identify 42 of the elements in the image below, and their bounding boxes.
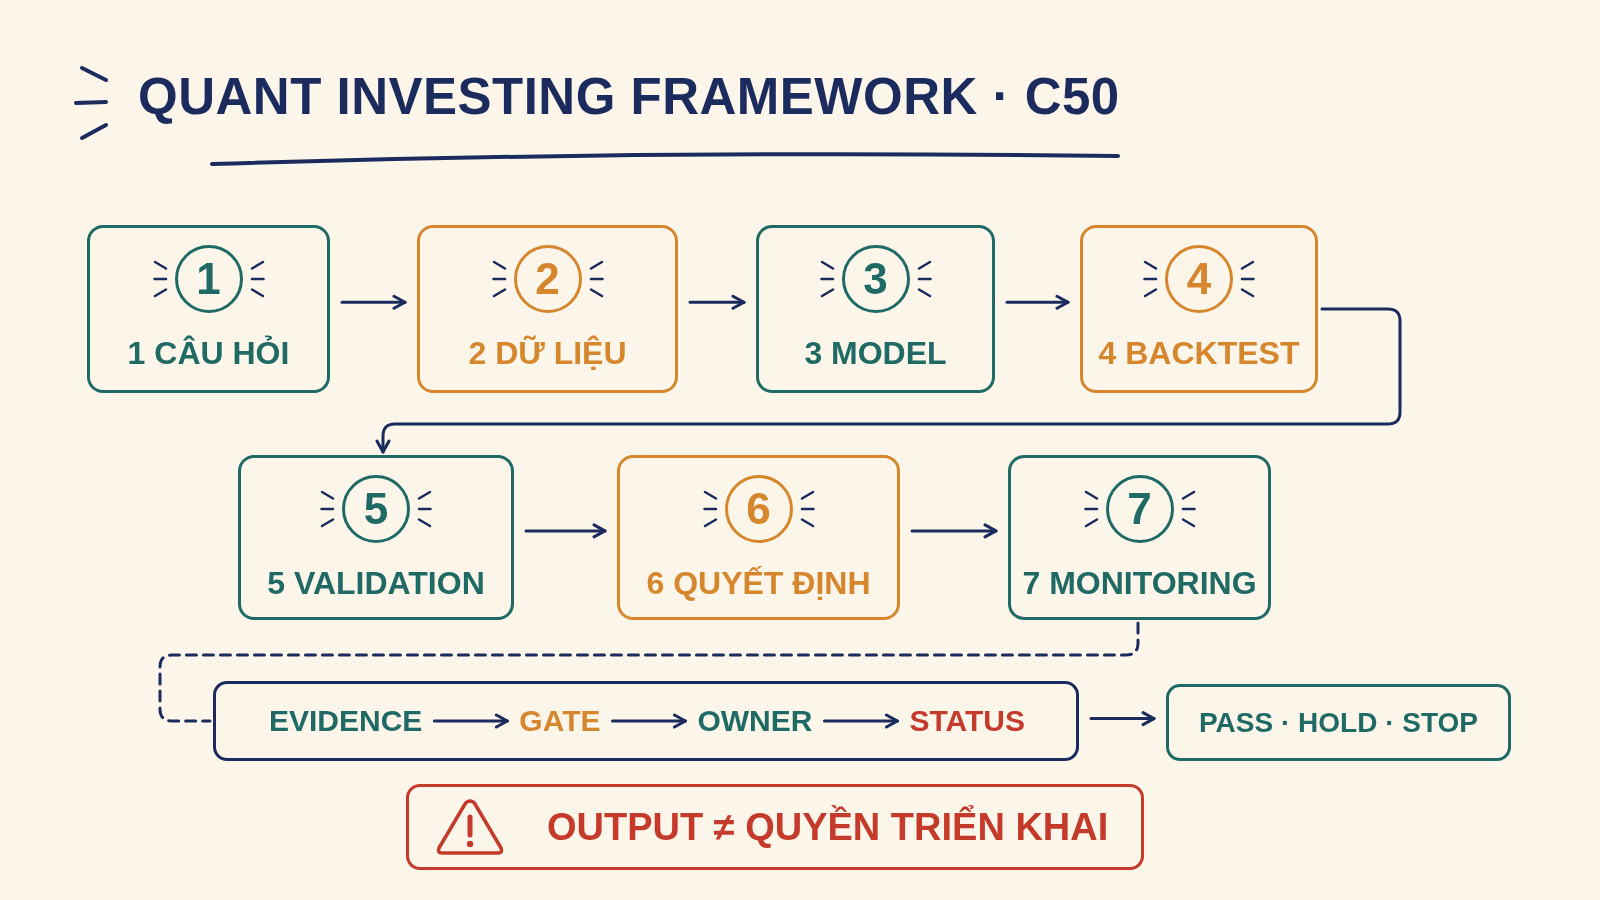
step-box (238, 455, 514, 620)
step-box (617, 455, 900, 620)
step-box (87, 225, 330, 393)
arrow (822, 713, 899, 729)
title: QUANT INVESTING FRAMEWORK · C50 (138, 67, 1120, 127)
number-circle: 7 (1105, 475, 1174, 543)
warning-box (406, 784, 1144, 870)
step-box (1080, 225, 1318, 393)
step-title: 7 MONITORING (1022, 564, 1257, 603)
outcome-text: PASS · HOLD · STOP (1199, 705, 1478, 740)
stage-label: OWNER (691, 703, 819, 739)
number-circle: 1 (174, 245, 243, 313)
step-title: 6 QUYẾT ĐỊNH (646, 564, 871, 603)
arrow (1005, 294, 1070, 310)
stage-label: EVIDENCE (263, 703, 429, 739)
step-title: 4 BACKTEST (1098, 334, 1300, 373)
step-title: 2 DỮ LIỆU (468, 334, 627, 373)
number-circle: 3 (841, 245, 910, 313)
flow-panel (213, 681, 1079, 761)
step-title: 3 MODEL (804, 334, 947, 373)
arrow (610, 713, 687, 729)
arrow (340, 294, 407, 310)
number-circle: 6 (724, 475, 793, 543)
dashed-connector (158, 621, 1140, 723)
warning-text: OUTPUT ≠ QUYỀN TRIỂN KHAI (547, 804, 1109, 850)
arrow (432, 713, 509, 729)
step-box (417, 225, 678, 393)
arrow (375, 307, 1402, 454)
step-box (1008, 455, 1271, 620)
step-title: 5 VALIDATION (267, 564, 485, 603)
outcome-box (1166, 684, 1511, 761)
stage-label: STATUS (903, 703, 1031, 739)
step-box (756, 225, 995, 393)
arrow (910, 523, 998, 539)
arrow (1089, 711, 1156, 727)
arrow (524, 523, 607, 539)
number-circle: 5 (342, 475, 410, 543)
stage-label: GATE (513, 703, 607, 739)
number-circle: 4 (1165, 245, 1233, 313)
arrow (688, 294, 746, 310)
step-title: 1 CÂU HỎI (127, 334, 290, 373)
number-circle: 2 (513, 245, 582, 313)
